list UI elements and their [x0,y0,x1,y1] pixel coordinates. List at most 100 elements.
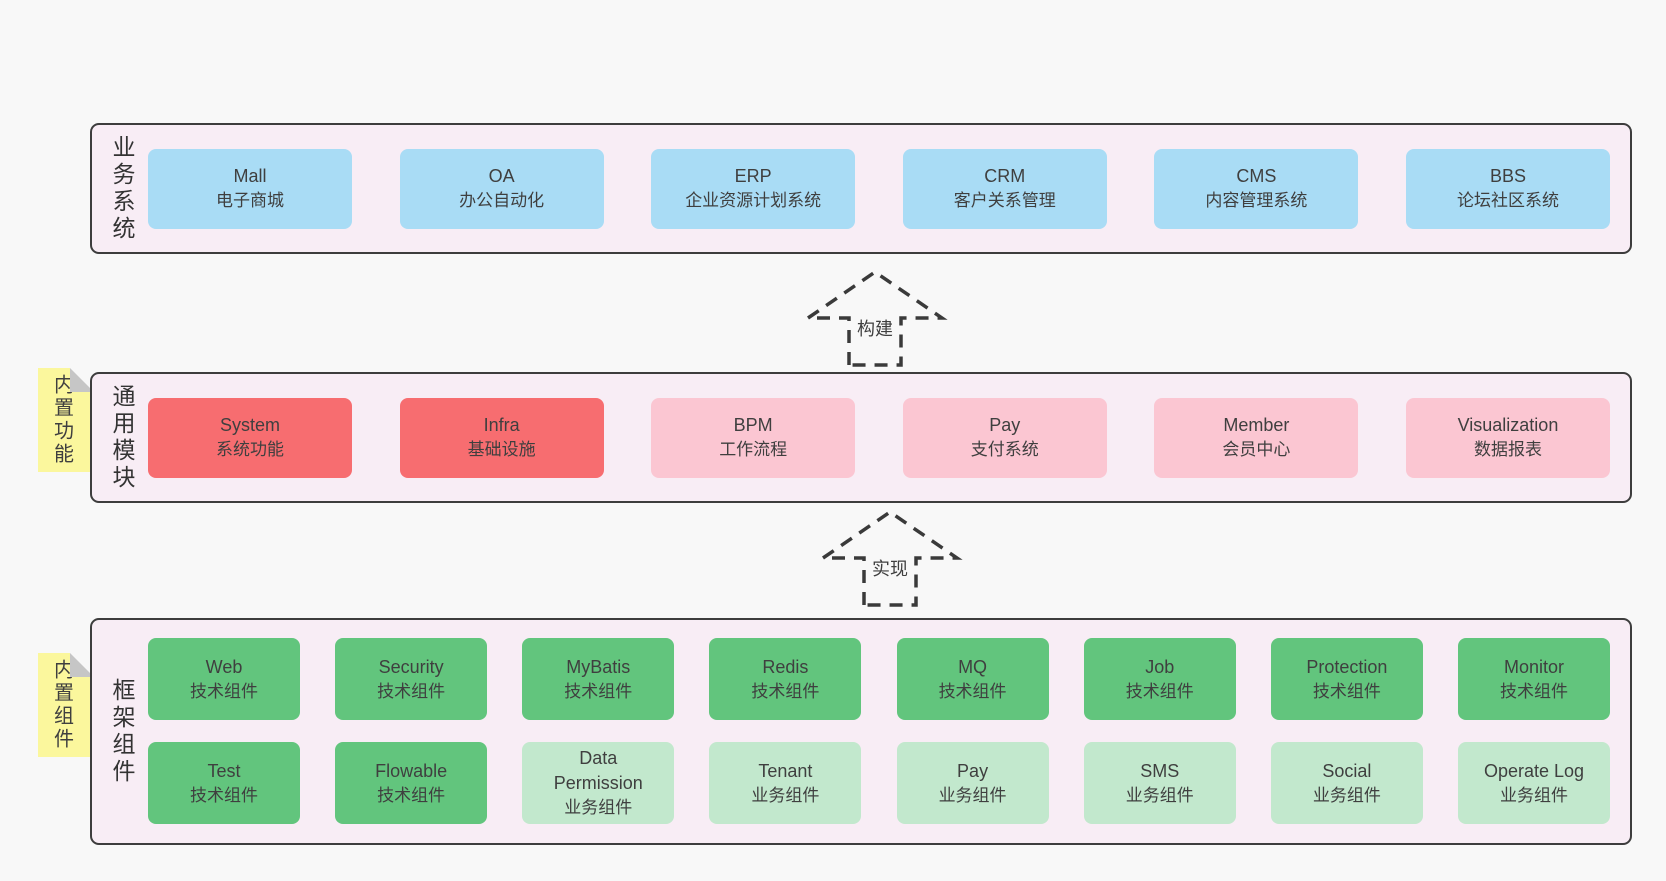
sticky-note-builtin-components: 内置组件 [38,653,94,757]
box-redis: Redis 技术组件 [709,638,862,720]
box-crm: CRM 客户关系管理 [902,148,1107,229]
box-bpm: BPM 工作流程 [651,397,856,478]
framework-components-row-2: Test 技术组件 Flowable 技术组件 Data Permission … [148,742,1610,824]
box-title: MQ [958,656,988,677]
box-subtitle: 会员中心 [1222,440,1291,460]
panel-side-label: 通用模块 [109,383,135,492]
box-subtitle: 业务组件 [1499,785,1568,805]
box-title: BBS [1489,166,1526,186]
box-job: Job 技术组件 [1083,638,1236,720]
box-pay: Pay 支付系统 [902,397,1107,478]
sticky-note-label: 内置功能 [50,374,73,466]
box-member: Member 会员中心 [1154,397,1359,478]
box-tenant: Tenant 业务组件 [709,742,862,824]
box-erp: ERP 企业资源计划系统 [651,148,856,229]
box-system: System 系统功能 [148,397,352,478]
box-title: BPM [733,415,773,435]
box-monitor: Monitor 技术组件 [1457,638,1610,720]
box-title: SMS [1140,760,1180,781]
box-cms: CMS 内容管理系统 [1154,148,1359,229]
box-title: Protection [1306,656,1388,677]
arrow-label: 构建 [854,314,896,342]
sticky-note-label: 内置组件 [50,659,73,751]
box-subtitle: 企业资源计划系统 [685,191,822,211]
box-subtitle: 业务组件 [564,798,633,818]
box-protection: Protection 技术组件 [1270,638,1423,720]
box-title: Member [1223,415,1290,435]
box-oa: OA 办公自动化 [399,148,604,229]
box-pay-component: Pay 业务组件 [896,742,1049,824]
arrow-build: 构建 [800,268,950,368]
box-bbs: BBS 论坛社区系统 [1405,148,1610,229]
box-title: Mall [233,166,267,186]
box-title: CRM [984,166,1026,186]
box-data-permission: Data Permission 业务组件 [522,742,675,824]
business-systems-row: Mall 电子商城 OA 办公自动化 ERP 企业资源计划系统 CRM 客户关系… [148,125,1610,252]
box-title: Security [378,656,444,677]
box-subtitle: 技术组件 [564,681,633,701]
panel-business-systems: 业务系统 Mall 电子商城 OA 办公自动化 ERP 企业资源计划系统 CRM… [90,123,1632,254]
box-subtitle: 客户关系管理 [953,191,1056,211]
box-mall: Mall 电子商城 [148,148,352,229]
box-operate-log: Operate Log 业务组件 [1457,742,1610,824]
box-title: Redis [762,656,809,677]
box-social: Social 业务组件 [1270,742,1423,824]
box-subtitle: 技术组件 [1312,681,1381,701]
box-title: Web [205,656,243,677]
arrow-implement: 实现 [815,508,965,608]
box-subtitle: 业务组件 [1125,785,1194,805]
box-subtitle: 电子商城 [216,191,284,211]
dashed-up-arrow-icon [817,509,963,607]
box-subtitle: 支付系统 [970,440,1039,460]
box-test: Test 技术组件 [148,742,300,824]
box-subtitle: 技术组件 [377,785,446,805]
box-security: Security 技术组件 [335,638,488,720]
box-title: Test [207,760,241,781]
box-subtitle: 工作流程 [719,440,788,460]
arrow-label: 实现 [869,554,911,582]
box-title: Social [1322,760,1372,781]
box-web: Web 技术组件 [148,638,300,720]
box-subtitle: 业务组件 [751,785,820,805]
box-mq: MQ 技术组件 [896,638,1049,720]
box-subtitle: 内容管理系统 [1205,191,1308,211]
framework-components-row-1: Web 技术组件 Security 技术组件 MyBatis 技术组件 Redi… [148,638,1610,720]
box-title: Data Permission [553,747,643,794]
box-subtitle: 系统功能 [216,440,284,460]
box-title: System [219,415,280,435]
sticky-note-builtin-features: 内置功能 [38,368,94,472]
box-title: Visualization [1457,415,1559,435]
box-title: Operate Log [1483,760,1585,781]
box-subtitle: 技术组件 [938,681,1007,701]
box-sms: SMS 业务组件 [1083,742,1236,824]
box-subtitle: 技术组件 [1499,681,1568,701]
box-subtitle: 业务组件 [1312,785,1381,805]
box-subtitle: 技术组件 [190,681,258,701]
box-subtitle: 基础设施 [467,440,536,460]
box-title: Job [1145,656,1175,677]
panel-common-modules: 通用模块 System 系统功能 Infra 基础设施 BPM 工作流程 Pay… [90,372,1632,503]
box-subtitle: 技术组件 [190,785,258,805]
panel-side-label: 框架组件 [109,677,135,786]
box-mybatis: MyBatis 技术组件 [522,638,675,720]
box-title: MyBatis [566,656,631,677]
box-title: Pay [989,415,1021,435]
box-subtitle: 技术组件 [1125,681,1194,701]
dashed-up-arrow-icon [802,269,948,367]
box-subtitle: 论坛社区系统 [1456,191,1559,211]
box-title: OA [488,166,515,186]
box-title: CMS [1236,166,1277,186]
box-visualization: Visualization 数据报表 [1405,397,1610,478]
box-infra: Infra 基础设施 [399,397,604,478]
box-title: Infra [483,415,520,435]
panel-framework-components: 框架组件 Web 技术组件 Security 技术组件 MyBatis 技术组件… [90,618,1632,845]
box-subtitle: 技术组件 [377,681,446,701]
box-title: Flowable [375,760,448,781]
box-title: ERP [734,166,772,186]
box-subtitle: 办公自动化 [459,191,545,211]
panel-side-label: 业务系统 [109,134,135,243]
box-title: Pay [957,760,989,781]
box-title: Tenant [758,760,813,781]
box-subtitle: 技术组件 [751,681,820,701]
